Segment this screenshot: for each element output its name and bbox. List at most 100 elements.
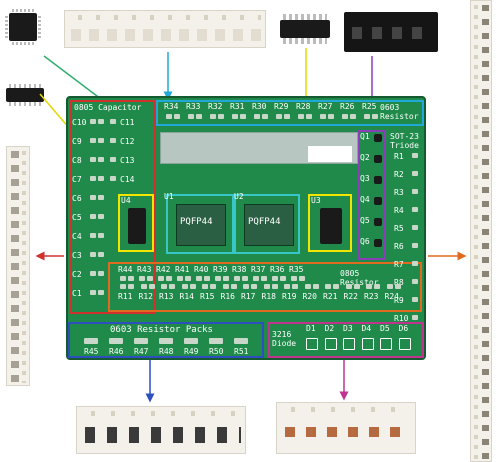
zone-0805-resistor [108,262,422,312]
resistor-pad [223,276,229,281]
top-resistor-pad [342,114,348,119]
capacitor-label: C1 [72,289,82,298]
top-resistor-pad [188,114,194,119]
capacitor-tape-left [6,146,30,386]
capacitor-label: C5 [72,213,82,222]
capacitor-label: C12 [120,137,135,146]
resistor-pad [202,284,208,289]
capacitor-label: C3 [72,251,82,260]
resistor-pad [139,276,145,281]
resistor-pad [394,284,401,289]
resistor-pad [292,284,298,289]
resistor-pack-label: R49 [184,347,199,356]
capacitor-label: C2 [72,270,82,279]
sot-title-1: SOT-23 [390,132,419,141]
resistor-pad [345,284,352,289]
resistor-label: R43 [137,265,152,274]
capacitor-pad [98,252,104,257]
top-resistor-pad [166,114,172,119]
right-resistor-label: R7 [394,260,404,269]
capacitor-pad [98,119,104,124]
resistor-label: R36 [270,265,285,274]
zone-sot23 [358,130,386,260]
right-resistor-pad [412,171,418,176]
resistor-pad [210,284,216,289]
top-resistor-label: R25 [362,102,377,111]
resistor-pad [242,276,248,281]
resistor-label: R23 [364,292,379,301]
resistor-pad [272,276,278,281]
diode-pad [361,338,374,350]
top-resistor-pad [232,114,238,119]
capacitor-pad [90,233,96,238]
resistor-pad [284,284,290,289]
soic-u4 [128,208,146,244]
zone-3216-diode [268,322,424,358]
resistor-pad [280,276,286,281]
right-resistor-pad [412,297,418,302]
top-resistor-pad [298,114,304,119]
diode-tape [276,402,416,454]
resistor-pad [263,284,270,289]
cap-title: 0805 Capacitor [74,103,142,112]
capacitor-pad [90,119,96,124]
capacitor-label: C4 [72,232,82,241]
top-resistor-pad [218,114,224,119]
right-resistor-label: R8 [394,278,404,287]
top-resistor-label: R33 [186,102,201,111]
top-resistor-pad [328,114,334,119]
resistor-pad [128,276,134,281]
resistor-label: R18 [261,292,276,301]
capacitor-label: C13 [120,156,135,165]
top-resistor-label: R32 [208,102,223,111]
top-resistor-pad [372,114,378,119]
resistor-pad [243,284,249,289]
resistor-pad [304,284,311,289]
resistor-label: R44 [118,265,133,274]
capacitor-label: C14 [120,175,135,184]
pqfp-label-1: PQFP44 [180,217,213,227]
resistor-pad [161,284,167,289]
resistor-pad [291,276,297,281]
capacitor-pad [98,157,104,162]
resistor-pad [215,276,221,281]
capacitor-pad [98,214,104,219]
resistor-pad [120,276,126,281]
resistor-pad [185,276,191,281]
resistor-pad [386,284,393,289]
capacitor-label: C7 [72,175,82,184]
transistor-label: Q3 [360,174,370,183]
resistor-label: R11 [118,292,133,301]
u2-label: U2 [234,192,244,201]
resistor-pad [251,284,257,289]
resistor-pack-label: R50 [209,347,224,356]
resistor-pad [169,284,175,289]
diode-label: D4 [361,324,372,333]
transistor-label: Q6 [360,237,370,246]
transistor-body [374,134,382,142]
resistor-pad [299,276,305,281]
resistor-pad [353,284,360,289]
zone-u2 [234,194,300,254]
resistor-pack-pad [184,338,198,344]
right-resistor-label: R2 [394,170,404,179]
top-resistor-label: R27 [318,102,333,111]
resistor-label: R15 [200,292,215,301]
resistor-label: R37 [251,265,266,274]
zone-u3 [308,194,352,252]
capacitor-pad [90,214,96,219]
resistor-pack-pad [109,338,123,344]
diode-label: D3 [343,324,353,333]
pcb-board: 0805 Capacitor 0603 Resistor SOT-23 Trio… [66,96,426,360]
u1-label: U1 [164,192,174,201]
resistor-pack-pad [159,338,173,344]
diode-title-1: 3216 [272,330,292,339]
resistor-pack-label: R45 [84,347,99,356]
resistor-pad [166,276,172,281]
resistor-pad [148,284,155,289]
right-resistor-label: R3 [394,188,404,197]
capacitor-pad [90,252,96,257]
zone-resistor-packs [68,322,264,358]
soic-chip-top [280,14,330,44]
soic-chip-photo [6,84,44,106]
